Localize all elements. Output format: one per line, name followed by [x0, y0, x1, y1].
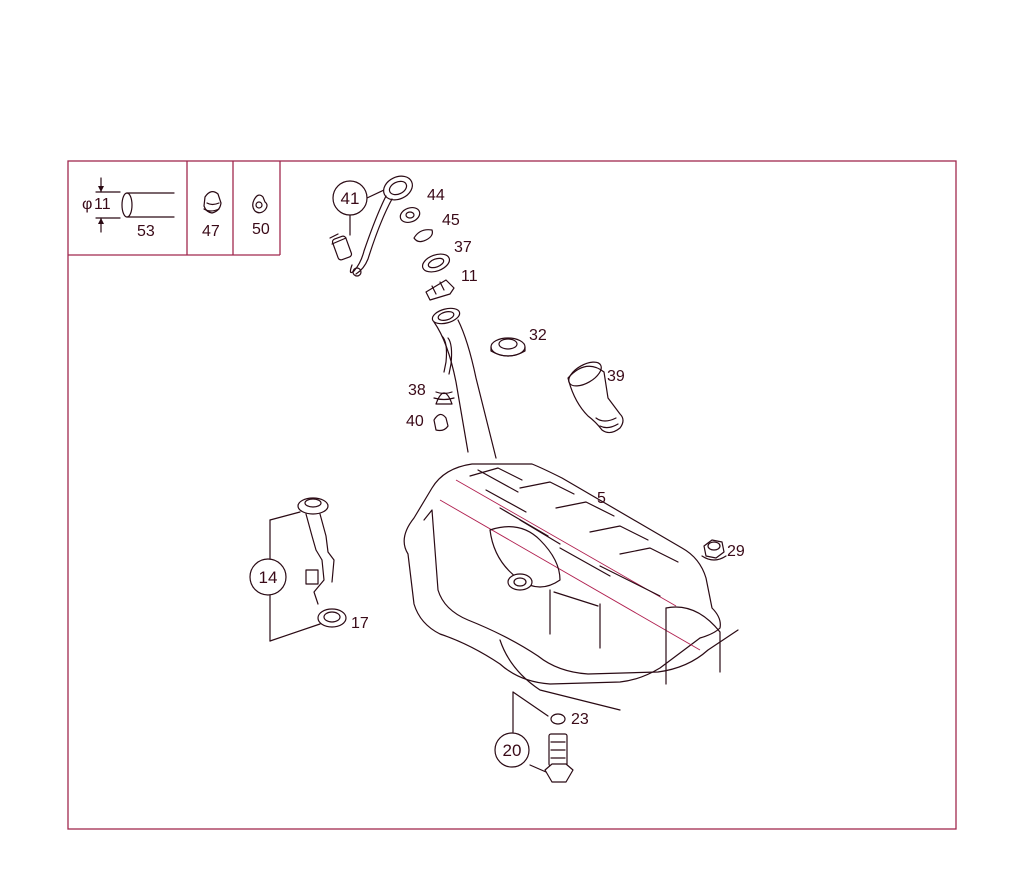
callout-label-41: 41 — [340, 189, 360, 208]
washer-44 — [399, 206, 421, 224]
label-23: 23 — [571, 711, 589, 728]
clip-45 — [413, 229, 433, 243]
callout-circle-41 — [332, 180, 368, 216]
latch-11 — [425, 279, 455, 301]
label-5: 5 — [597, 490, 606, 507]
clamp-47 — [203, 191, 222, 214]
filler-cap-assembly — [329, 175, 413, 277]
callout-label-14: 14 — [258, 568, 278, 587]
label-29: 29 — [727, 543, 745, 560]
diameter-symbol: φ — [82, 196, 93, 213]
seal-ring-37 — [421, 253, 451, 273]
label-53: 53 — [137, 223, 155, 240]
drain-plug-20 — [512, 691, 574, 783]
label-39: 39 — [607, 368, 625, 385]
rubber-boot-39 — [567, 361, 624, 434]
label-37: 37 — [454, 239, 472, 256]
callout-circle-14 — [249, 558, 287, 596]
label-45: 45 — [442, 212, 460, 229]
label-50: 50 — [252, 221, 270, 238]
label-17: 17 — [351, 615, 369, 632]
label-38: 38 — [408, 382, 426, 399]
label-44: 44 — [427, 187, 445, 204]
clamp-40 — [433, 413, 449, 432]
callout-label-20: 20 — [502, 741, 522, 760]
washer-23 — [550, 713, 566, 725]
seal-17 — [317, 608, 347, 628]
nut-29 — [701, 539, 727, 561]
hose-sleeve-53 — [95, 177, 175, 233]
diagram-frame — [67, 160, 957, 830]
grommet-32 — [490, 337, 526, 357]
diameter-value: 11 — [94, 196, 111, 213]
label-47: 47 — [202, 223, 220, 240]
bellows-38 — [433, 391, 455, 405]
clip-50 — [252, 194, 268, 214]
label-40: 40 — [406, 413, 424, 430]
fuel-tank-5 — [403, 463, 739, 711]
inset-panel — [68, 161, 281, 256]
fuel-sender-14 — [269, 497, 335, 642]
label-32: 32 — [529, 327, 547, 344]
label-11: 11 — [461, 268, 478, 285]
filler-neck-pipe — [431, 307, 497, 459]
callout-circle-20 — [494, 732, 530, 768]
